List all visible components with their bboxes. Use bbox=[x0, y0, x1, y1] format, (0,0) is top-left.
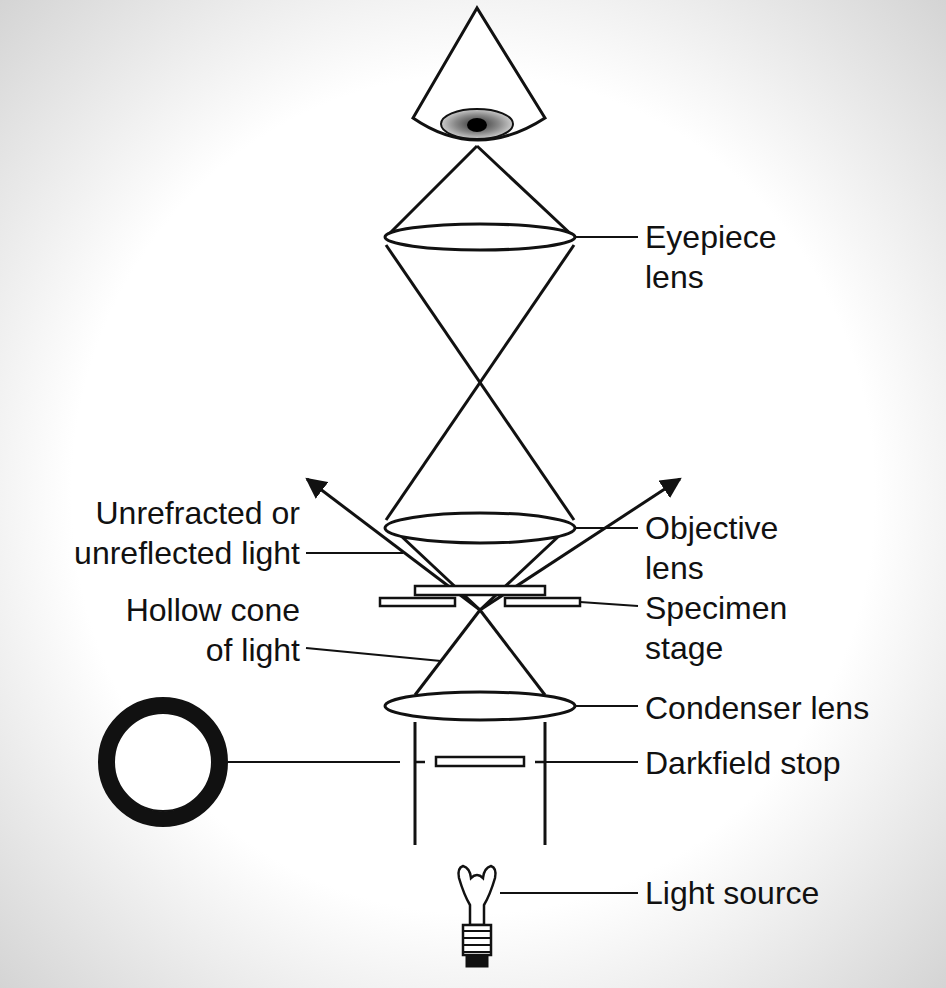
stage-plate bbox=[505, 598, 580, 606]
bulb-ridge bbox=[463, 944, 491, 946]
part-label: Eyepiece lens bbox=[645, 217, 810, 297]
light-bulb bbox=[459, 866, 496, 967]
hollow-cone bbox=[480, 610, 545, 695]
leader-lines bbox=[306, 237, 638, 893]
specimen-slide bbox=[415, 586, 545, 595]
part-label: Objective lens bbox=[645, 508, 820, 588]
part-label: Hollow cone of light bbox=[105, 590, 300, 670]
part-label: Light source bbox=[645, 873, 940, 913]
bulb-ridge bbox=[463, 937, 491, 939]
bulb-ridge bbox=[463, 930, 491, 932]
iris bbox=[441, 109, 513, 139]
part-label: Condenser lens bbox=[645, 688, 940, 728]
darkfield-stop bbox=[436, 757, 524, 766]
tube bbox=[414, 722, 417, 845]
pupil bbox=[467, 118, 487, 132]
condenser-lens bbox=[385, 692, 575, 720]
annulus bbox=[106, 705, 220, 819]
eye bbox=[413, 8, 545, 140]
bulb-ridge bbox=[463, 951, 491, 953]
objective-lens bbox=[385, 513, 575, 543]
hollow-cone bbox=[415, 610, 480, 695]
part-label: Darkfield stop bbox=[645, 743, 940, 783]
eyepiece-lens bbox=[385, 224, 575, 250]
stage-plate bbox=[380, 598, 455, 606]
tube bbox=[544, 722, 547, 845]
part-label: Unrefracted or unreflected light bbox=[15, 493, 300, 573]
part-label: Specimen stage bbox=[645, 588, 820, 668]
